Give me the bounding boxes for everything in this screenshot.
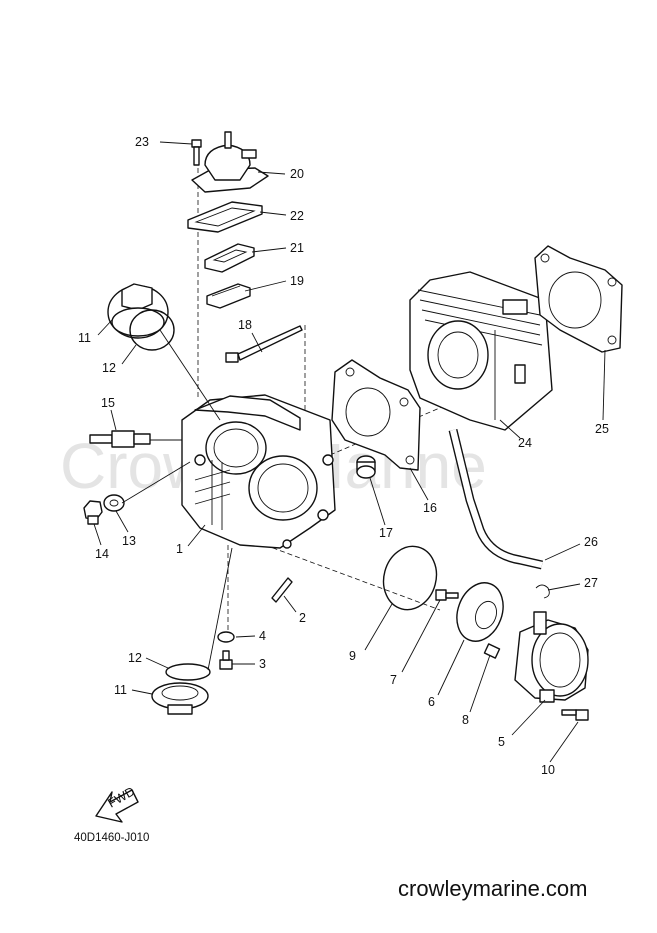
callout-6[interactable]: 6 (428, 695, 435, 709)
callout-11-bottom[interactable]: 11 (114, 683, 127, 697)
filler-cap-11-bottom[interactable] (151, 682, 209, 715)
filler-cap-11-top[interactable] (107, 283, 169, 339)
callout-7[interactable]: 7 (390, 673, 397, 687)
cylinder-24[interactable] (409, 271, 553, 431)
callout-2[interactable]: 2 (299, 611, 306, 625)
spark-plug-15[interactable] (89, 430, 151, 448)
o-ring-12-top[interactable] (129, 309, 175, 351)
plate-21[interactable] (204, 243, 255, 273)
site-name[interactable]: crowleymarine.com (398, 876, 588, 901)
callout-8[interactable]: 8 (462, 713, 469, 727)
cylinder-head-1[interactable] (181, 394, 336, 549)
diagram-code: 40D1460-J010 (74, 832, 150, 844)
callout-27[interactable]: 27 (584, 576, 598, 590)
callout-24[interactable]: 24 (518, 436, 532, 450)
callout-23[interactable]: 23 (135, 135, 149, 149)
washer-4[interactable] (217, 631, 235, 643)
callout-9[interactable]: 9 (349, 649, 356, 663)
callout-17[interactable]: 17 (379, 526, 393, 540)
key-8[interactable] (483, 643, 501, 659)
callout-16[interactable]: 16 (423, 501, 437, 515)
dowel-pin-17[interactable] (356, 455, 376, 479)
callout-1[interactable]: 1 (176, 542, 183, 556)
callout-26[interactable]: 26 (584, 535, 598, 549)
bolt-7[interactable] (435, 589, 459, 601)
callout-14[interactable]: 14 (95, 547, 109, 561)
thermostat-housing-20[interactable] (191, 131, 269, 193)
head-gasket-16[interactable] (331, 359, 421, 471)
stud-2[interactable] (271, 577, 293, 603)
callout-5[interactable]: 5 (498, 735, 505, 749)
callouts: 23 20 22 21 19 18 11 12 15 13 14 1 2 4 3… (78, 135, 609, 777)
long-bolt-18[interactable] (225, 325, 303, 363)
callout-15[interactable]: 15 (101, 396, 115, 410)
impeller-6[interactable] (449, 576, 511, 647)
callout-12-bottom[interactable]: 12 (128, 651, 142, 665)
callout-12-top[interactable]: 12 (102, 361, 116, 375)
callout-11-top[interactable]: 11 (78, 331, 91, 345)
fwd-arrow-icon: FWD (95, 784, 139, 823)
drain-plug-14[interactable] (83, 500, 103, 525)
o-ring-9[interactable] (377, 540, 444, 615)
callout-19[interactable]: 19 (290, 274, 304, 288)
guide-line (264, 544, 441, 611)
base-gasket-25[interactable] (534, 245, 623, 353)
callout-18[interactable]: 18 (238, 318, 252, 332)
callout-20[interactable]: 20 (290, 167, 304, 181)
callout-25[interactable]: 25 (595, 422, 609, 436)
washer-13[interactable] (103, 494, 125, 512)
callout-3[interactable]: 3 (259, 657, 266, 671)
leader-lines (93, 141, 606, 763)
hose-26-inner (449, 429, 543, 569)
o-ring-12-bottom[interactable] (165, 663, 211, 681)
reed-block-19[interactable] (206, 283, 251, 309)
pump-housing-5[interactable] (514, 611, 589, 703)
callout-4[interactable]: 4 (259, 629, 266, 643)
callout-21[interactable]: 21 (290, 241, 304, 255)
callout-10[interactable]: 10 (541, 763, 555, 777)
callout-22[interactable]: 22 (290, 209, 304, 223)
clip-27[interactable] (535, 584, 550, 599)
bolt-3[interactable] (219, 650, 233, 670)
callout-13[interactable]: 13 (122, 534, 136, 548)
gasket-22[interactable] (187, 201, 263, 233)
bolt-10[interactable] (561, 709, 589, 721)
bolt-23[interactable] (191, 139, 202, 166)
